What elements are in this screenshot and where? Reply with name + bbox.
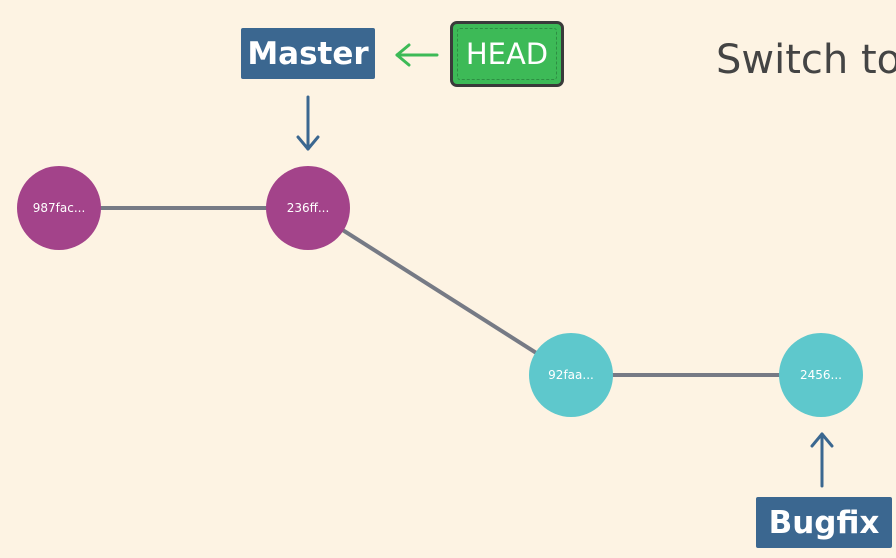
commit-node[interactable]: 2456...	[779, 333, 863, 417]
head-pointer-text: HEAD	[465, 37, 549, 71]
commit-node[interactable]: 987fac...	[17, 166, 101, 250]
commit-id-label: 236ff...	[287, 201, 330, 215]
commit-node[interactable]: 92faa...	[529, 333, 613, 417]
bugfix-branch-label[interactable]: Bugfix	[756, 497, 892, 548]
master-branch-text: Master	[247, 35, 369, 72]
master-branch-label[interactable]: Master	[241, 28, 375, 79]
commit-circle-master	[17, 166, 101, 250]
commit-circle-bugfix	[779, 333, 863, 417]
commit-id-label: 987fac...	[33, 201, 86, 215]
commit-id-label: 2456...	[800, 368, 842, 382]
head-dashed-border	[457, 28, 557, 80]
master-pointer-arrow	[296, 95, 320, 151]
commit-circle-bugfix	[529, 333, 613, 417]
head-pointer-label[interactable]: HEAD	[450, 21, 564, 87]
edge-236ff-92faa	[306, 206, 573, 377]
commit-id-label: 92faa...	[548, 368, 594, 382]
head-to-master-arrow	[395, 43, 439, 67]
bugfix-pointer-arrow	[810, 432, 834, 488]
commit-node[interactable]: 236ff...	[266, 166, 350, 250]
commit-circle-master	[266, 166, 350, 250]
bugfix-branch-text: Bugfix	[768, 504, 880, 541]
slide-caption: Switch to	[716, 37, 896, 83]
